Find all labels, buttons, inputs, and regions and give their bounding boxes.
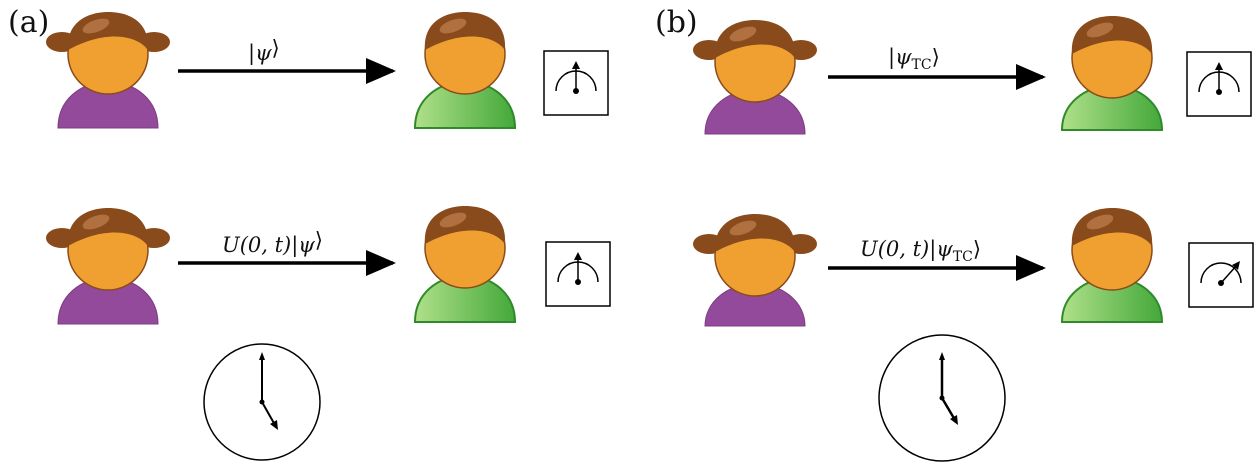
measurement-dial-tilted-icon [1188,242,1254,308]
receiver-boy-icon [1060,208,1164,323]
state-b2-post: ⟩ [973,237,981,261]
state-label-a1: |ψ⟩ [248,36,280,66]
arrow-b2 [828,255,1046,281]
arrow-b1 [828,64,1046,90]
sender-girl-icon [46,208,170,325]
arrow-a2 [178,250,396,276]
panel-label-a: (a) [8,5,49,40]
state-label-b1: |ψTC⟩ [888,45,940,73]
state-b2-pre: U(0, t) [860,237,929,261]
state-b2-main: |ψ [929,237,953,262]
receiver-boy-icon [413,12,517,129]
measurement-dial-icon [543,50,609,116]
state-b1-main: |ψ [888,45,912,70]
receiver-boy-icon [1060,16,1164,131]
state-a2-post: ⟩ [315,228,323,252]
state-b2-sub: TC [953,249,973,265]
panel-label-b: (b) [655,5,698,40]
clock-icon-a: 000000000000 [203,343,321,461]
state-a1-post: ⟩ [272,36,280,60]
clock-icon-b: 111098765432112 [878,334,1006,462]
sender-girl-icon [46,12,170,129]
state-label-b2: U(0, t)|ψTC⟩ [860,237,981,265]
state-b1-sub: TC [912,57,932,73]
measurement-dial-icon [545,241,611,307]
state-a1-main: |ψ [248,41,272,66]
state-label-a2: U(0, t)|ψ⟩ [222,228,323,258]
state-a2-main: |ψ [291,233,315,258]
receiver-boy-icon [413,206,517,323]
arrow-a1 [178,58,396,84]
measurement-dial-icon [1186,51,1252,117]
sender-girl-icon [693,214,817,327]
state-b1-post: ⟩ [932,45,940,69]
state-a2-pre: U(0, t) [222,233,291,257]
sender-girl-icon [693,20,817,135]
